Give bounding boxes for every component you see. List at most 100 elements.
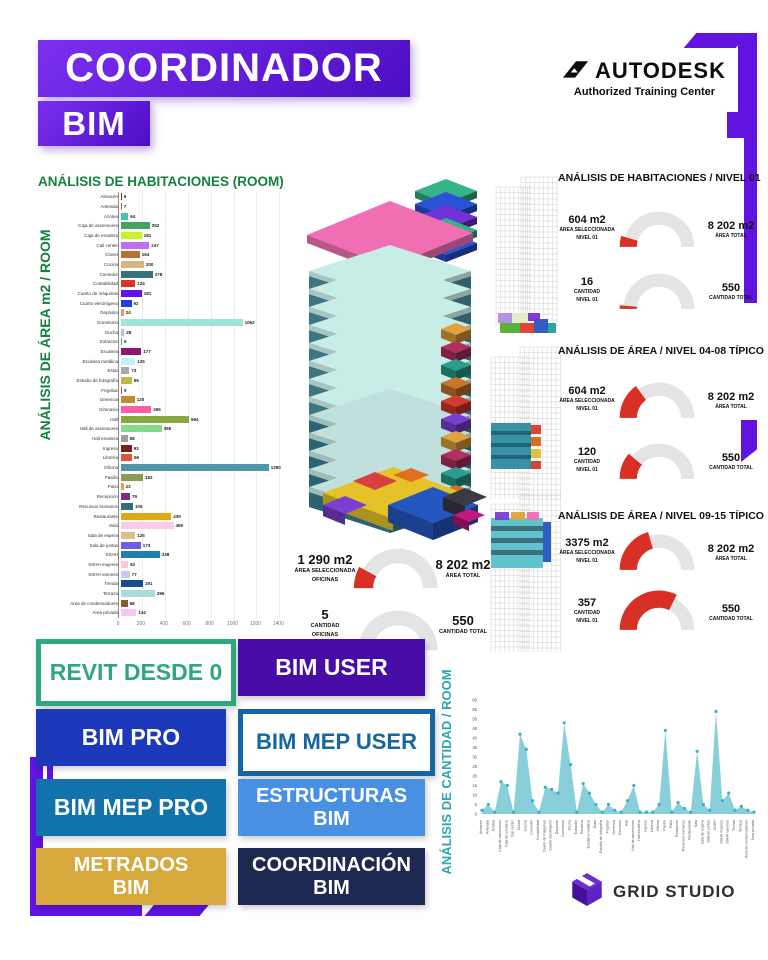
bar-row: Caja de escalera 181 bbox=[84, 232, 152, 240]
panel1-count-gauge bbox=[618, 266, 700, 314]
bar-row: Estudio de fotografía 95 bbox=[76, 377, 139, 385]
svg-text:Restaurante: Restaurante bbox=[688, 820, 692, 840]
svg-text:20: 20 bbox=[472, 774, 477, 779]
selection-count-total: 550 CANTIDAD TOTAL bbox=[438, 613, 488, 636]
svg-text:Azotea: Azotea bbox=[492, 820, 496, 831]
svg-text:Cuarto electrógeno: Cuarto electrógeno bbox=[549, 820, 553, 851]
course-button-coordinacion-bim[interactable]: COORDINACIÓN BIM bbox=[238, 848, 425, 905]
panel2-count-value: 120 CANTIDAD NIVEL 01 bbox=[573, 446, 601, 474]
wireframe-nivel04-08 bbox=[487, 345, 565, 507]
course-button-bim-mep-user[interactable]: BIM MEP USER bbox=[238, 709, 435, 776]
panel1-count-value: 16 CANTIDAD NIVEL 01 bbox=[573, 276, 601, 304]
bar-row: Cuarto electrógeno 92 bbox=[79, 299, 139, 307]
svg-text:Tienda: Tienda bbox=[732, 820, 736, 831]
svg-text:SSHH mujeres: SSHH mujeres bbox=[719, 820, 723, 844]
panel3-area-value: 3375 m2 ÁREA SELECCIONADA NIVEL 01 bbox=[559, 537, 615, 565]
panel1-area-value: 604 m2 ÁREA SELECCIONADA NIVEL 01 bbox=[559, 214, 615, 242]
svg-text:Contabilidad: Contabilidad bbox=[536, 820, 540, 840]
autodesk-subtitle: Authorized Training Center bbox=[573, 86, 716, 98]
svg-text:Frigobar: Frigobar bbox=[606, 819, 610, 833]
panel2-area-gauge bbox=[618, 375, 700, 423]
selection-count-gauge bbox=[352, 602, 444, 656]
svg-text:Hall escalera: Hall escalera bbox=[637, 820, 641, 841]
bar-row: Cocina 200 bbox=[103, 261, 154, 269]
svg-text:Hall: Hall bbox=[625, 820, 629, 826]
svg-text:Depósito: Depósito bbox=[555, 820, 559, 834]
course-button-bim-pro[interactable]: BIM PRO bbox=[36, 709, 226, 766]
room-area-bar-chart: Almacén 6 Antesala 7 Azotea 64 Caja de a… bbox=[56, 192, 296, 618]
bar-row: Sala de juntas 173 bbox=[89, 541, 151, 549]
course-button-metrados-bim[interactable]: METRADOS BIM bbox=[36, 848, 226, 905]
bar-row: Ducha 28 bbox=[104, 328, 132, 336]
panel2-count-total: 550 CANTIDAD TOTAL bbox=[709, 452, 753, 472]
svg-text:45: 45 bbox=[472, 726, 477, 731]
svg-text:35: 35 bbox=[472, 745, 477, 750]
autodesk-logo: AUTODESK Authorized Training Center bbox=[562, 58, 726, 98]
frame-right-bar-top bbox=[738, 33, 757, 133]
panel3-area-gauge bbox=[618, 527, 700, 575]
grid-studio-logo: GRID STUDIO bbox=[570, 872, 735, 911]
panel3-count-total: 550 CANTIDAD TOTAL bbox=[709, 603, 753, 623]
svg-text:Caja de escalera: Caja de escalera bbox=[504, 820, 508, 847]
svg-text:Librería: Librería bbox=[650, 820, 654, 832]
panel1-title: ANÁLISIS DE HABITACIONES / NIVEL 01 bbox=[558, 172, 761, 184]
bar-row: Comedor 278 bbox=[99, 270, 163, 278]
course-button-revit-desde-0[interactable]: REVIT DESDE 0 bbox=[36, 639, 236, 706]
bar-row: Almacén 6 bbox=[100, 193, 127, 201]
bar-row: Patio 23 bbox=[107, 483, 131, 491]
bar-row: Recepción 79 bbox=[96, 493, 138, 501]
building-3d-render bbox=[293, 175, 493, 540]
selection-count-value: 5 CANTIDAD OFICINAS bbox=[310, 607, 340, 639]
bar-row: Frigobar 9 bbox=[101, 386, 127, 394]
bar-row: Ingreso 93 bbox=[102, 444, 139, 452]
svg-text:Comedor: Comedor bbox=[530, 819, 534, 835]
svg-text:Oficina: Oficina bbox=[656, 820, 660, 831]
course-button-bim-user[interactable]: BIM USER bbox=[238, 639, 425, 696]
bar-row: SSHH 338 bbox=[105, 551, 170, 559]
bar-row: Sala de espera 125 bbox=[87, 531, 145, 539]
bar-row: Librería 96 bbox=[102, 454, 140, 462]
svg-text:Sala de espera: Sala de espera bbox=[700, 820, 704, 844]
selection-area-gauge bbox=[352, 540, 444, 594]
panel2-count-gauge bbox=[618, 436, 700, 484]
bar-row: Escalera 177 bbox=[100, 348, 151, 356]
selection-area-total: 8 202 m2 ÁREA TOTAL bbox=[435, 557, 491, 580]
bar-row: Closet 164 bbox=[105, 251, 150, 259]
bar-row: Depósito 24 bbox=[100, 309, 131, 317]
svg-text:Call center: Call center bbox=[511, 819, 515, 837]
bar-row: Área privada 134 bbox=[92, 609, 146, 617]
svg-text:Pasillo: Pasillo bbox=[662, 820, 666, 831]
svg-text:SSHH: SSHH bbox=[713, 820, 717, 830]
panel3-title: ANÁLISIS DE ÁREA / NIVEL 09-15 TÍPICO bbox=[558, 510, 764, 522]
bar-row: Recursos humanos 105 bbox=[79, 502, 143, 510]
panel3-count-value: 357 CANTIDAD NIVEL 01 bbox=[573, 597, 601, 625]
room-area-chart-title: ANÁLISIS DE HABITACIONES (ROOM) bbox=[38, 174, 284, 189]
svg-text:50: 50 bbox=[472, 717, 477, 722]
panel1-count-total: 550 CANTIDAD TOTAL bbox=[709, 282, 753, 302]
svg-text:5: 5 bbox=[475, 802, 478, 807]
panel2-title: ANÁLISIS DE ÁREA / NIVEL 04-08 TÍPICO bbox=[558, 345, 764, 357]
svg-text:Cuarto de máquinas: Cuarto de máquinas bbox=[542, 820, 546, 853]
svg-text:Closet: Closet bbox=[517, 820, 521, 830]
course-button-estructuras-bim[interactable]: ESTRUCTURAS BIM bbox=[238, 779, 425, 836]
svg-text:Ingreso: Ingreso bbox=[644, 820, 648, 832]
svg-text:30: 30 bbox=[472, 755, 477, 760]
panel1-area-gauge bbox=[618, 204, 700, 252]
svg-text:Área de condensadores: Área de condensadores bbox=[745, 820, 749, 858]
quantity-chart-y-label: ANÁLISIS DE CANTIDAD / ROOM bbox=[439, 669, 454, 875]
bar-row: SSHH varones 77 bbox=[88, 570, 137, 578]
course-button-bim-mep-pro[interactable]: BIM MEP PRO bbox=[36, 779, 226, 836]
bar-row: SSHH mujeres 62 bbox=[88, 560, 136, 568]
bar-row: Sala 459 bbox=[108, 522, 184, 530]
svg-text:Ducha: Ducha bbox=[568, 820, 572, 830]
bar-row: Hall de ascensores 355 bbox=[79, 425, 172, 433]
svg-text:60: 60 bbox=[472, 698, 477, 703]
room-area-chart-y-label: ANÁLISIS DE ÁREA m2 / ROOM bbox=[37, 229, 53, 441]
frame-right-bar bbox=[744, 138, 757, 303]
autodesk-brand: AUTODESK bbox=[594, 58, 726, 83]
bar-row: Call center 247 bbox=[96, 241, 159, 249]
svg-text:Escalera: Escalera bbox=[580, 820, 584, 834]
frame-right-step bbox=[727, 112, 757, 138]
